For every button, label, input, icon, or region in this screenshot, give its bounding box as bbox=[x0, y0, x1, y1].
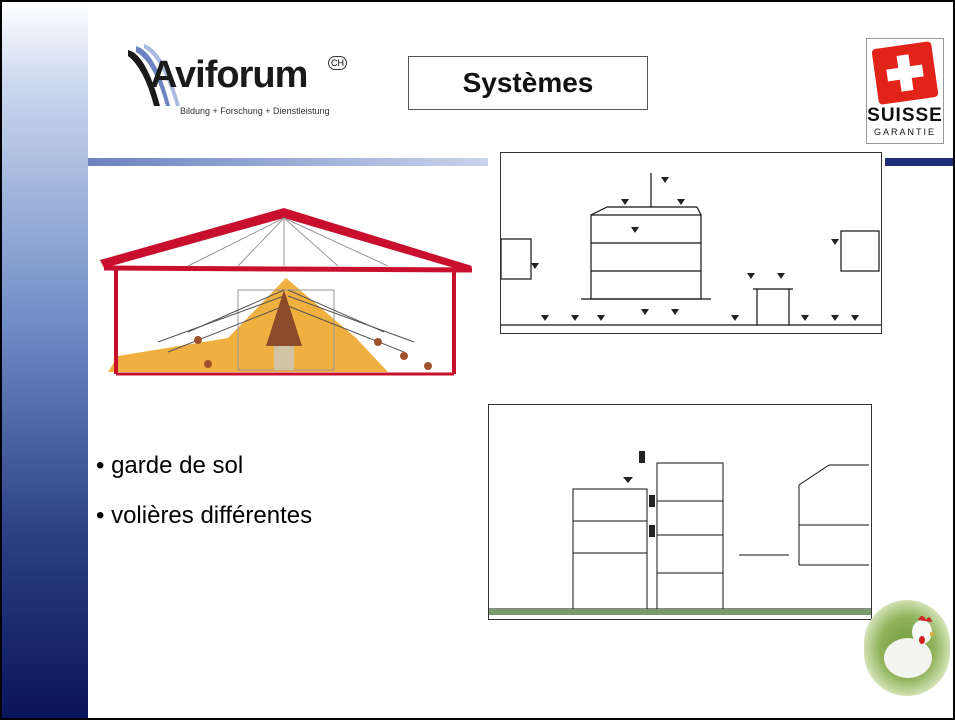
bullet-item: • volières différentes bbox=[96, 502, 313, 529]
sidebar-gradient bbox=[2, 2, 88, 718]
logo-mark-icon bbox=[128, 44, 180, 106]
bullet-list: • garde de sol • volières différentes bbox=[96, 452, 312, 552]
bullet-text: garde de sol bbox=[111, 452, 244, 479]
swiss-flag-icon bbox=[871, 41, 939, 105]
badge-word: SUISSE bbox=[867, 105, 943, 126]
hen-photo bbox=[864, 600, 950, 696]
logo-wordmark: Aviforum bbox=[150, 54, 308, 96]
aviary-drawing-bottom bbox=[488, 404, 872, 620]
slide-title: Systèmes bbox=[408, 56, 648, 110]
bullet-text: volières différentes bbox=[111, 502, 313, 529]
bullet-item: • garde de sol bbox=[96, 452, 244, 479]
logo-tagline: Bildung + Forschung + Dienstleistung bbox=[180, 106, 330, 116]
badge-subword: GARANTIE bbox=[873, 127, 936, 137]
aviary-drawing-top bbox=[500, 152, 882, 334]
divider-left bbox=[88, 158, 488, 166]
logo-superscript: CH bbox=[328, 56, 347, 70]
aviforum-logo: Aviforum CH Bildung + Forschung + Dienst… bbox=[120, 42, 360, 126]
divider-right bbox=[885, 158, 953, 166]
barn-illustration bbox=[88, 166, 488, 394]
suisse-garantie-badge: SUISSE GARANTIE bbox=[866, 38, 944, 144]
